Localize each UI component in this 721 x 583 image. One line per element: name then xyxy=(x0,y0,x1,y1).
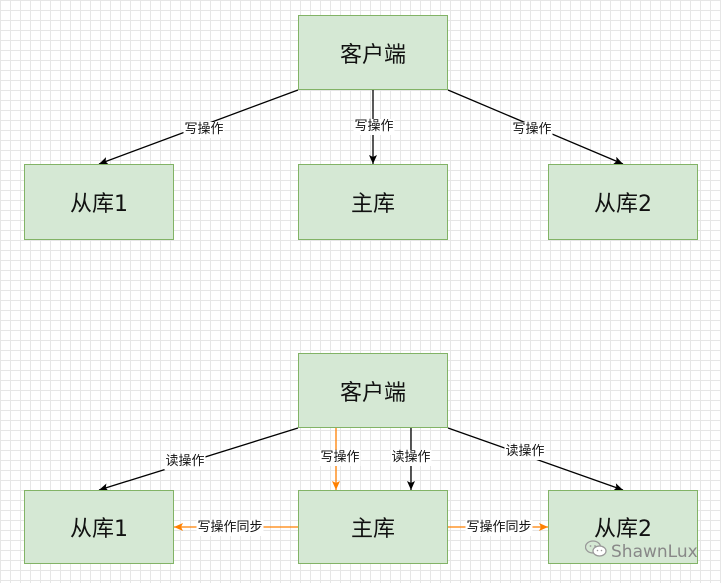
edge-label-top-left: 写操作 xyxy=(183,122,225,138)
watermark: ShawnLux xyxy=(584,540,698,563)
edge-label-top-right: 写操作 xyxy=(511,122,553,138)
edge-label-sync-left: 写操作同步 xyxy=(196,520,264,536)
edge-label-bottom-read: 读操作 xyxy=(390,450,432,466)
edge-label-bottom-client-slave2: 读操作 xyxy=(504,444,546,460)
node-bottom-slave2: 从库2 xyxy=(548,490,698,564)
wechat-icon xyxy=(584,540,607,563)
edge-label-top-mid: 写操作 xyxy=(353,119,395,135)
node-top-master: 主库 xyxy=(298,164,448,240)
node-top-slave1: 从库1 xyxy=(24,164,174,240)
edge-label-bottom-client-slave1: 读操作 xyxy=(164,454,206,470)
edge-label-bottom-write: 写操作 xyxy=(319,450,361,466)
node-bottom-slave1: 从库1 xyxy=(24,490,174,564)
node-top-slave2: 从库2 xyxy=(548,164,698,240)
node-top-client: 客户端 xyxy=(298,15,448,90)
node-bottom-master: 主库 xyxy=(298,490,448,564)
watermark-text: ShawnLux xyxy=(611,541,698,562)
edge-label-sync-right: 写操作同步 xyxy=(465,520,533,536)
node-bottom-client: 客户端 xyxy=(298,353,448,428)
